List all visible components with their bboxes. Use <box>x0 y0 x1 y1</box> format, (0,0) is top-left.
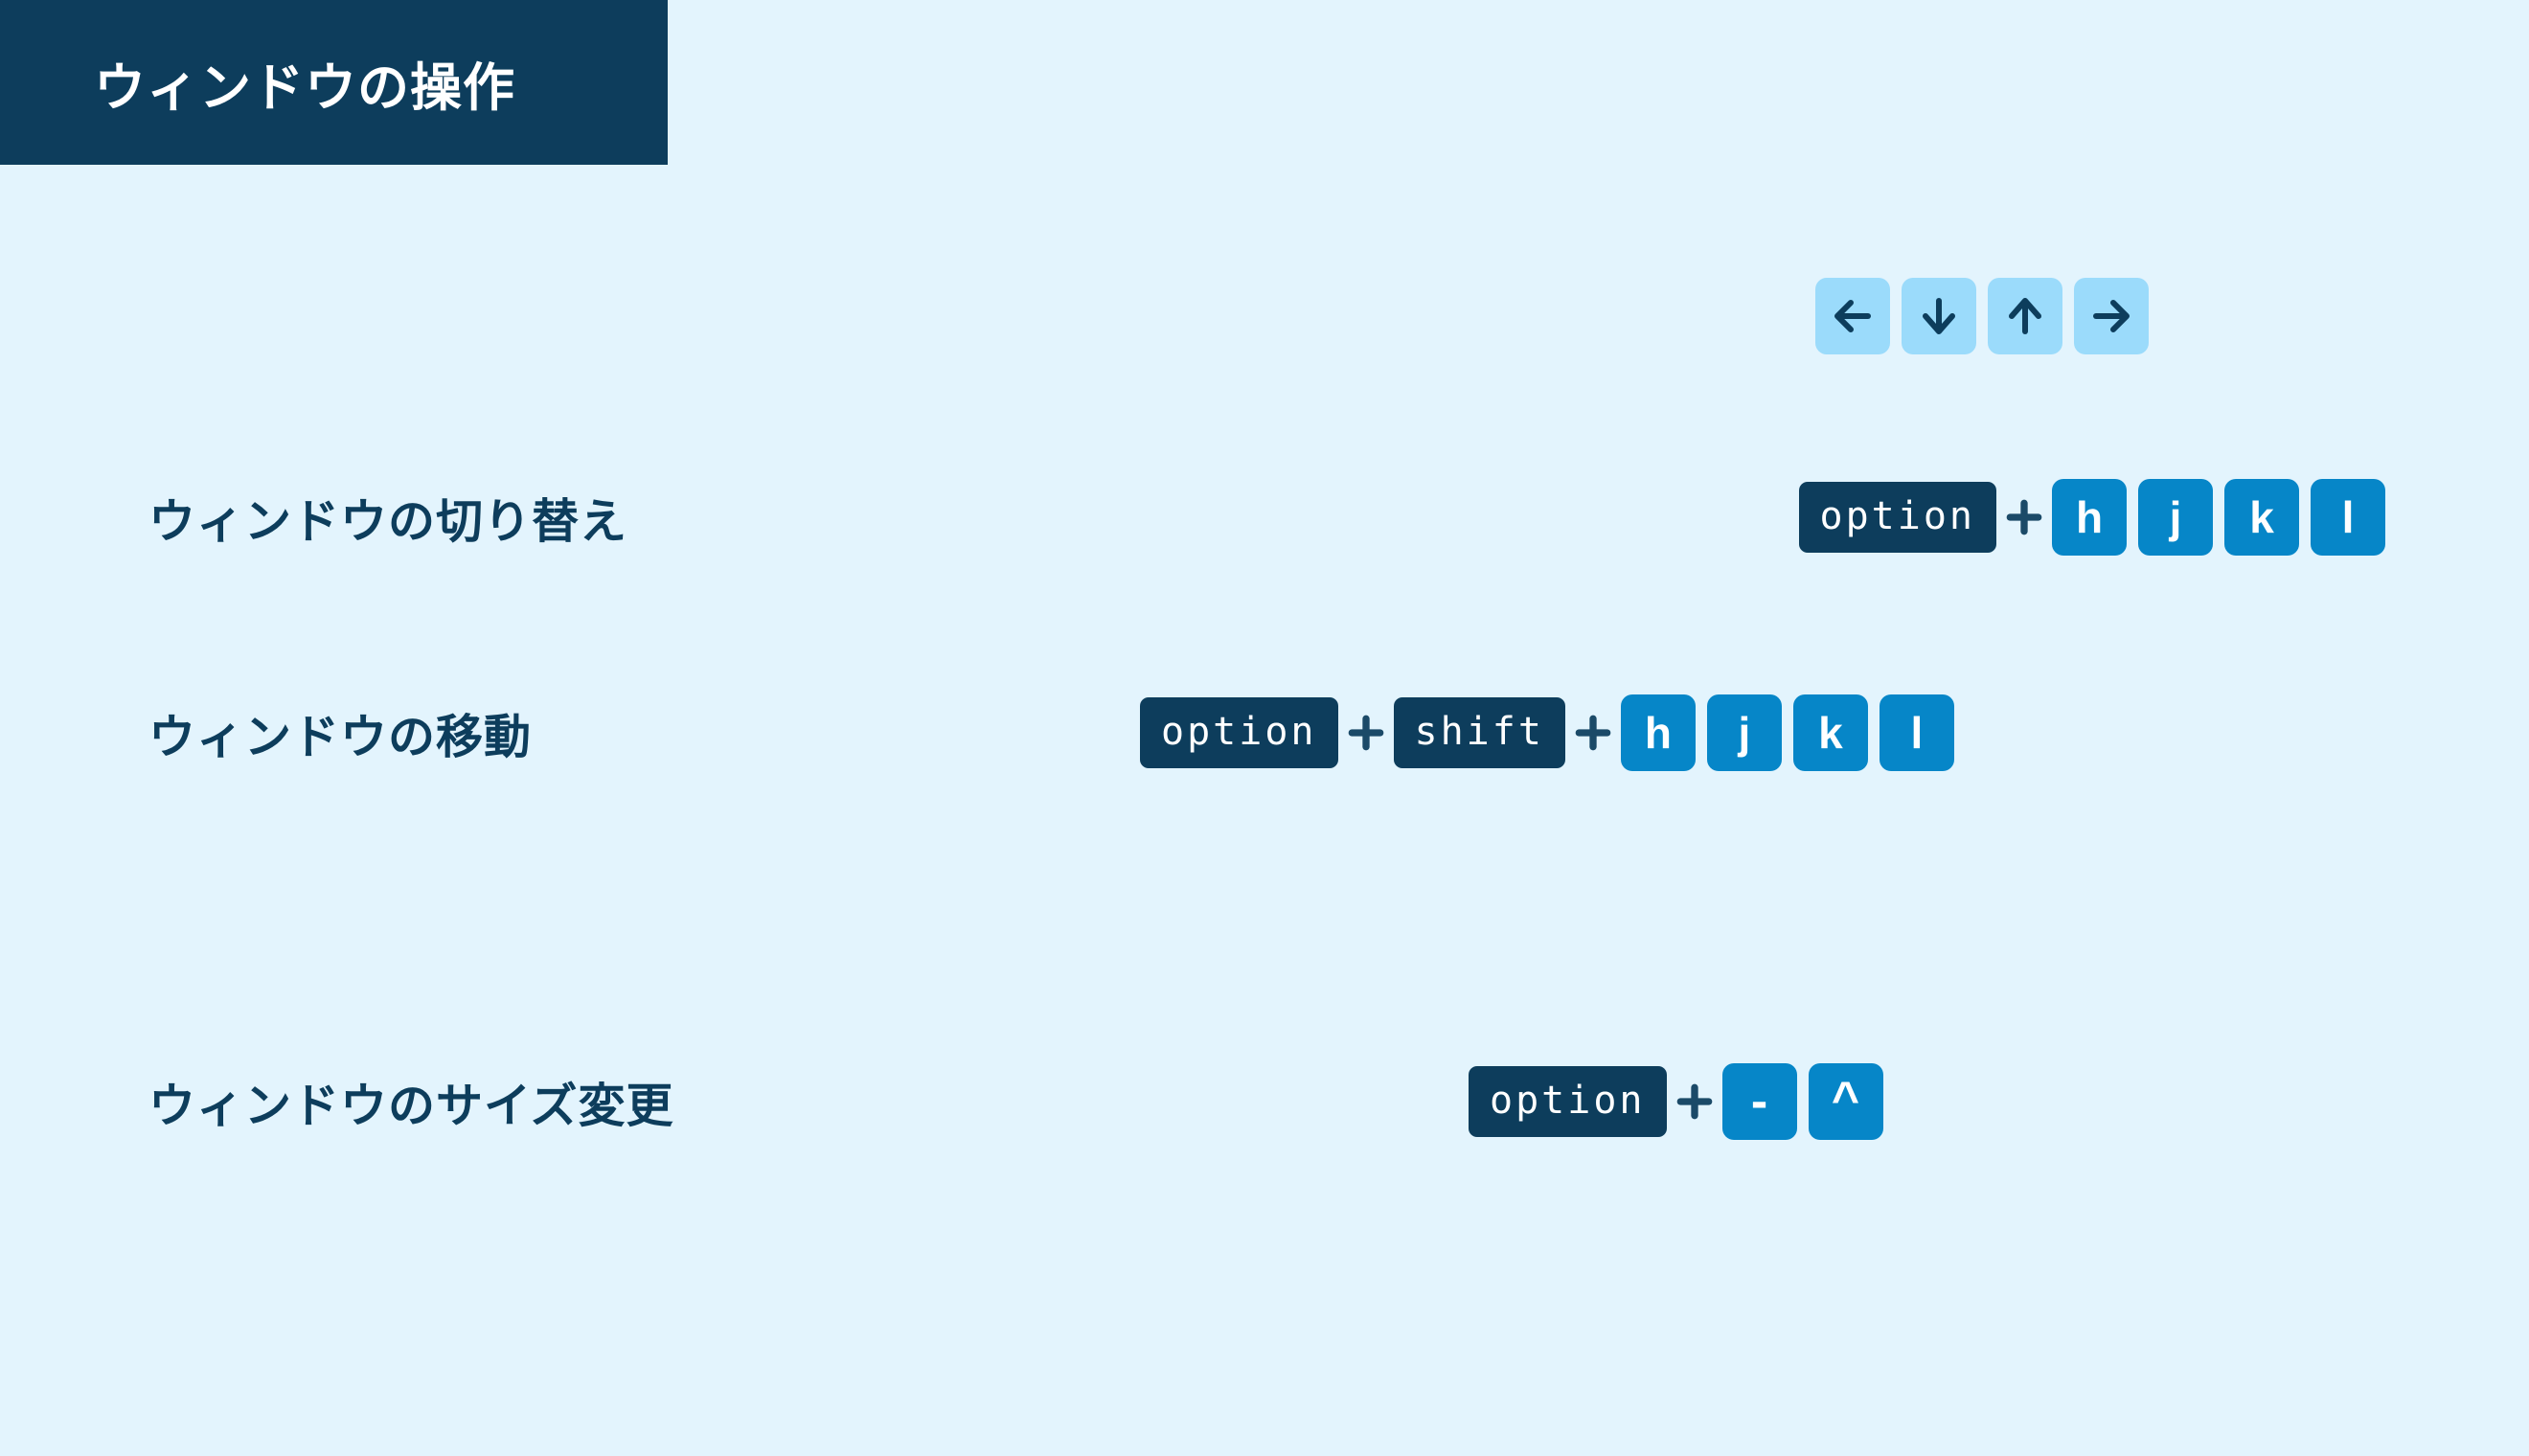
shortcut-label: ウィンドウの移動 <box>148 711 533 763</box>
arrow-key-left[interactable] <box>1815 278 1890 354</box>
arrow-key-down[interactable] <box>1902 278 1976 354</box>
letter-key-h[interactable]: h <box>2052 479 2127 556</box>
modifier-key-shift[interactable]: shift <box>1393 697 1565 768</box>
modifier-key-option[interactable]: option <box>1469 1066 1667 1137</box>
arrow-left-icon <box>1830 293 1876 339</box>
shortcut-label: ウィンドウのサイズ変更 <box>148 1080 674 1132</box>
letter-key-l[interactable]: l <box>2311 479 2385 556</box>
shortcut-label: ウィンドウの切り替え <box>148 495 628 548</box>
letter-key-k[interactable]: k <box>2224 479 2299 556</box>
shortcut-keys: option - ^ <box>1469 1063 1883 1140</box>
arrow-up-icon <box>2002 293 2048 339</box>
shortcut-row-switch-window: ウィンドウの切り替え option h j k l <box>0 465 2529 570</box>
shortcut-row-resize-window: ウィンドウのサイズ変更 option - ^ <box>0 1049 2529 1154</box>
plus-separator <box>1667 1063 1722 1140</box>
letter-key-minus[interactable]: - <box>1721 1063 1797 1140</box>
header-banner: ウィンドウの操作 <box>0 0 668 165</box>
letter-key-l[interactable]: l <box>1879 694 1954 771</box>
plus-separator <box>1338 694 1394 771</box>
arrow-key-up[interactable] <box>1988 278 2062 354</box>
modifier-key-option[interactable]: option <box>1140 697 1338 768</box>
letter-key-j[interactable]: j <box>2138 479 2213 556</box>
plus-separator <box>1565 694 1621 771</box>
shortcut-row-move-window: ウィンドウの移動 option shift h j k l <box>0 680 2529 785</box>
letter-key-k[interactable]: k <box>1792 694 1868 771</box>
letter-key-h[interactable]: h <box>1620 694 1696 771</box>
arrow-down-icon <box>1916 293 1962 339</box>
arrow-key-legend <box>1815 278 2149 354</box>
letter-key-j[interactable]: j <box>1706 694 1782 771</box>
arrow-right-icon <box>2088 293 2134 339</box>
arrow-key-right[interactable] <box>2074 278 2149 354</box>
shortcut-keys: option h j k l <box>1798 479 2385 556</box>
letter-key-caret[interactable]: ^ <box>1808 1063 1883 1140</box>
plus-separator <box>1996 479 2052 556</box>
page-title: ウィンドウの操作 <box>94 58 515 117</box>
shortcut-keys: option shift h j k l <box>1140 694 1954 771</box>
modifier-key-option[interactable]: option <box>1798 482 1996 553</box>
